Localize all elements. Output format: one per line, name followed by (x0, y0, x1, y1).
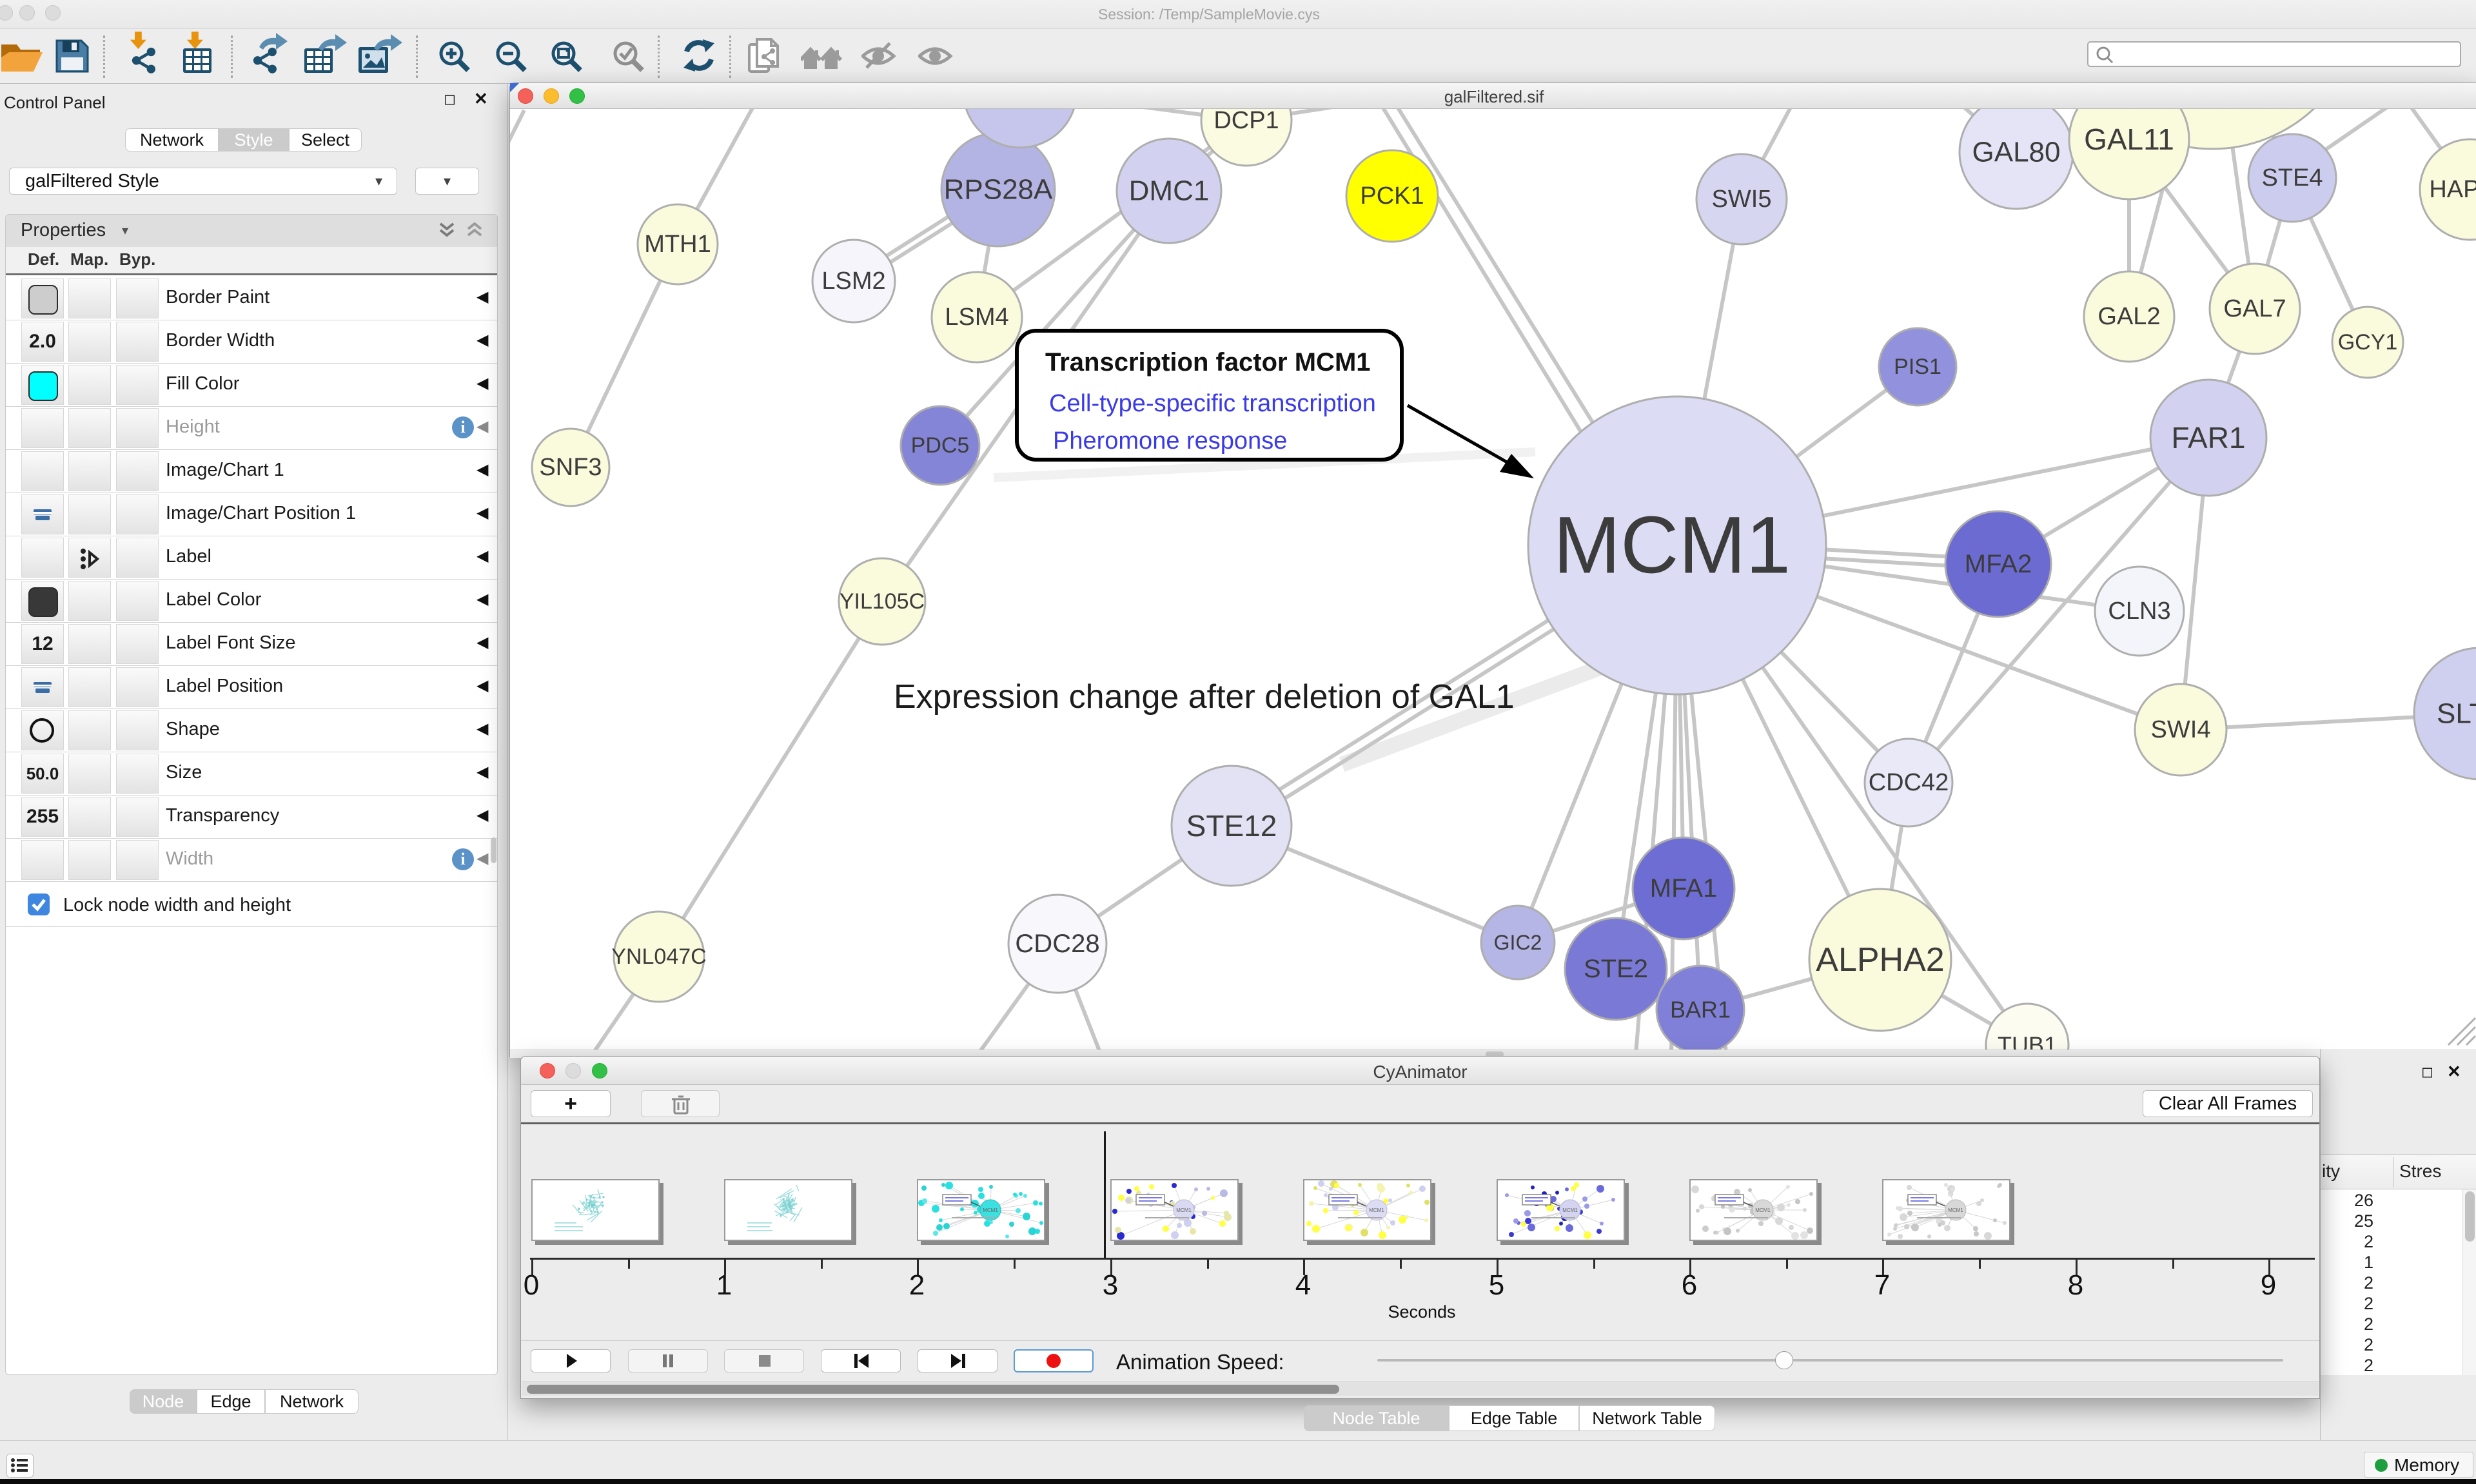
svg-text:HAP2: HAP2 (2429, 176, 2476, 203)
svg-text:MCM1: MCM1 (1948, 1207, 1963, 1213)
svg-text:MTH1: MTH1 (644, 231, 711, 258)
svg-text:GAL80: GAL80 (1972, 137, 2061, 168)
svg-text:MFA1: MFA1 (1650, 874, 1717, 903)
svg-text:DCP1: DCP1 (1213, 109, 1279, 134)
svg-text:STE4: STE4 (2261, 164, 2323, 191)
svg-text:PCK1: PCK1 (1360, 182, 1424, 210)
svg-text:FAR1: FAR1 (2171, 421, 2245, 454)
svg-text:TUB1: TUB1 (1998, 1032, 2057, 1050)
svg-text:GCY1: GCY1 (2338, 330, 2398, 355)
svg-text:PDC5: PDC5 (911, 433, 970, 458)
svg-text:BAR1: BAR1 (1670, 997, 1731, 1023)
svg-text:LSM2: LSM2 (821, 268, 885, 295)
svg-text:MCM1: MCM1 (1562, 1207, 1578, 1213)
svg-text:RPS28A: RPS28A (944, 174, 1053, 206)
svg-text:CDC28: CDC28 (1015, 930, 1099, 958)
svg-text:YNL047C: YNL047C (611, 944, 706, 969)
svg-text:STE12: STE12 (1186, 809, 1277, 843)
svg-text:Expression change after deleti: Expression change after deletion of GAL1 (894, 678, 1515, 716)
svg-text:CDC42: CDC42 (1869, 769, 1949, 796)
svg-text:CLN3: CLN3 (2108, 598, 2170, 625)
svg-text:MCM1: MCM1 (983, 1207, 998, 1213)
svg-text:GAL7: GAL7 (2223, 295, 2286, 322)
svg-text:GAL11: GAL11 (2084, 122, 2174, 156)
svg-text:GIC2: GIC2 (1494, 931, 1542, 954)
svg-text:SWI4: SWI4 (2151, 716, 2211, 743)
svg-text:MFA2: MFA2 (1965, 550, 2032, 578)
svg-text:GAL2: GAL2 (2098, 303, 2160, 330)
svg-text:MCM1: MCM1 (1369, 1207, 1384, 1213)
svg-text:MCM1: MCM1 (1553, 501, 1791, 591)
svg-text:STE2: STE2 (1584, 955, 1648, 983)
svg-text:MCM1: MCM1 (1755, 1207, 1771, 1213)
svg-text:SLT2: SLT2 (2437, 698, 2476, 730)
svg-text:DMC1: DMC1 (1129, 175, 1210, 207)
svg-text:Transcription factor MCM1: Transcription factor MCM1 (1045, 348, 1371, 376)
svg-text:SNF3: SNF3 (539, 454, 602, 481)
svg-text:MCM1: MCM1 (1176, 1207, 1192, 1213)
svg-text:ALPHA2: ALPHA2 (1816, 941, 1944, 979)
svg-text:PIS1: PIS1 (1894, 355, 1941, 379)
svg-text:LSM4: LSM4 (945, 304, 1008, 331)
svg-text:YIL105C: YIL105C (840, 589, 925, 614)
svg-text:SWI5: SWI5 (1712, 186, 1772, 213)
svg-text:Cell-type-specific transcripti: Cell-type-specific transcription (1049, 390, 1376, 417)
svg-text:Pheromone response: Pheromone response (1053, 427, 1287, 454)
